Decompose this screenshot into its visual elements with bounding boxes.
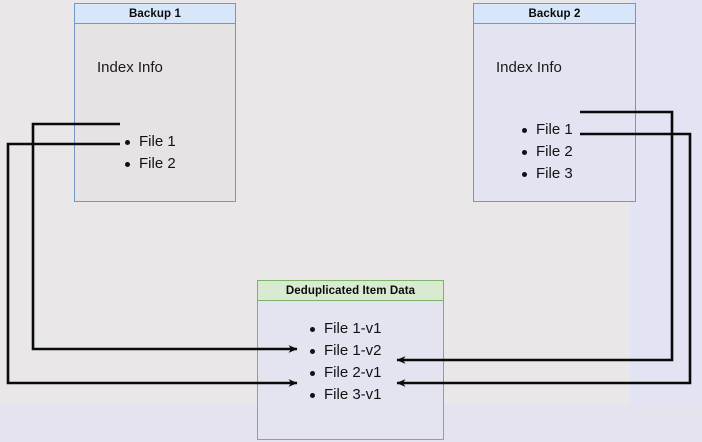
list-item[interactable]: File 1 <box>123 131 176 153</box>
list-item[interactable]: File 2 <box>123 153 176 175</box>
node-backup1-file-list: File 1 File 2 <box>123 131 176 175</box>
list-item[interactable]: File 3 <box>520 163 573 185</box>
node-backup2-body: Index Info File 1 File 2 File 3 <box>474 24 635 201</box>
list-item[interactable]: File 1-v1 <box>308 318 382 340</box>
node-backup2-title: Backup 2 <box>528 7 581 20</box>
node-backup1[interactable]: Backup 1 Index Info File 1 File 2 <box>74 3 236 202</box>
list-item[interactable]: File 1-v2 <box>308 340 382 362</box>
node-dedup-body: File 1-v1 File 1-v2 File 2-v1 File 3-v1 <box>258 301 443 439</box>
node-dedup-title: Deduplicated Item Data <box>285 284 416 297</box>
node-dedup-file-list: File 1-v1 File 1-v2 File 2-v1 File 3-v1 <box>308 318 382 406</box>
node-backup1-body: Index Info File 1 File 2 <box>75 24 235 201</box>
node-dedup-header: Deduplicated Item Data <box>258 281 443 301</box>
node-backup2-file-list: File 1 File 2 File 3 <box>520 119 573 185</box>
list-item[interactable]: File 2 <box>520 141 573 163</box>
list-item[interactable]: File 2-v1 <box>308 362 382 384</box>
node-backup1-subtitle: Index Info <box>97 59 163 76</box>
node-backup2[interactable]: Backup 2 Index Info File 1 File 2 File 3 <box>473 3 636 202</box>
list-item[interactable]: File 1 <box>520 119 573 141</box>
node-backup1-title: Backup 1 <box>129 7 181 20</box>
background-tint-right <box>630 0 702 442</box>
node-backup2-header: Backup 2 <box>474 4 635 24</box>
node-backup1-header: Backup 1 <box>75 4 235 24</box>
list-item[interactable]: File 3-v1 <box>308 384 382 406</box>
node-backup2-subtitle: Index Info <box>496 59 562 76</box>
node-deduplicated-item-data[interactable]: Deduplicated Item Data File 1-v1 File 1-… <box>257 280 444 440</box>
